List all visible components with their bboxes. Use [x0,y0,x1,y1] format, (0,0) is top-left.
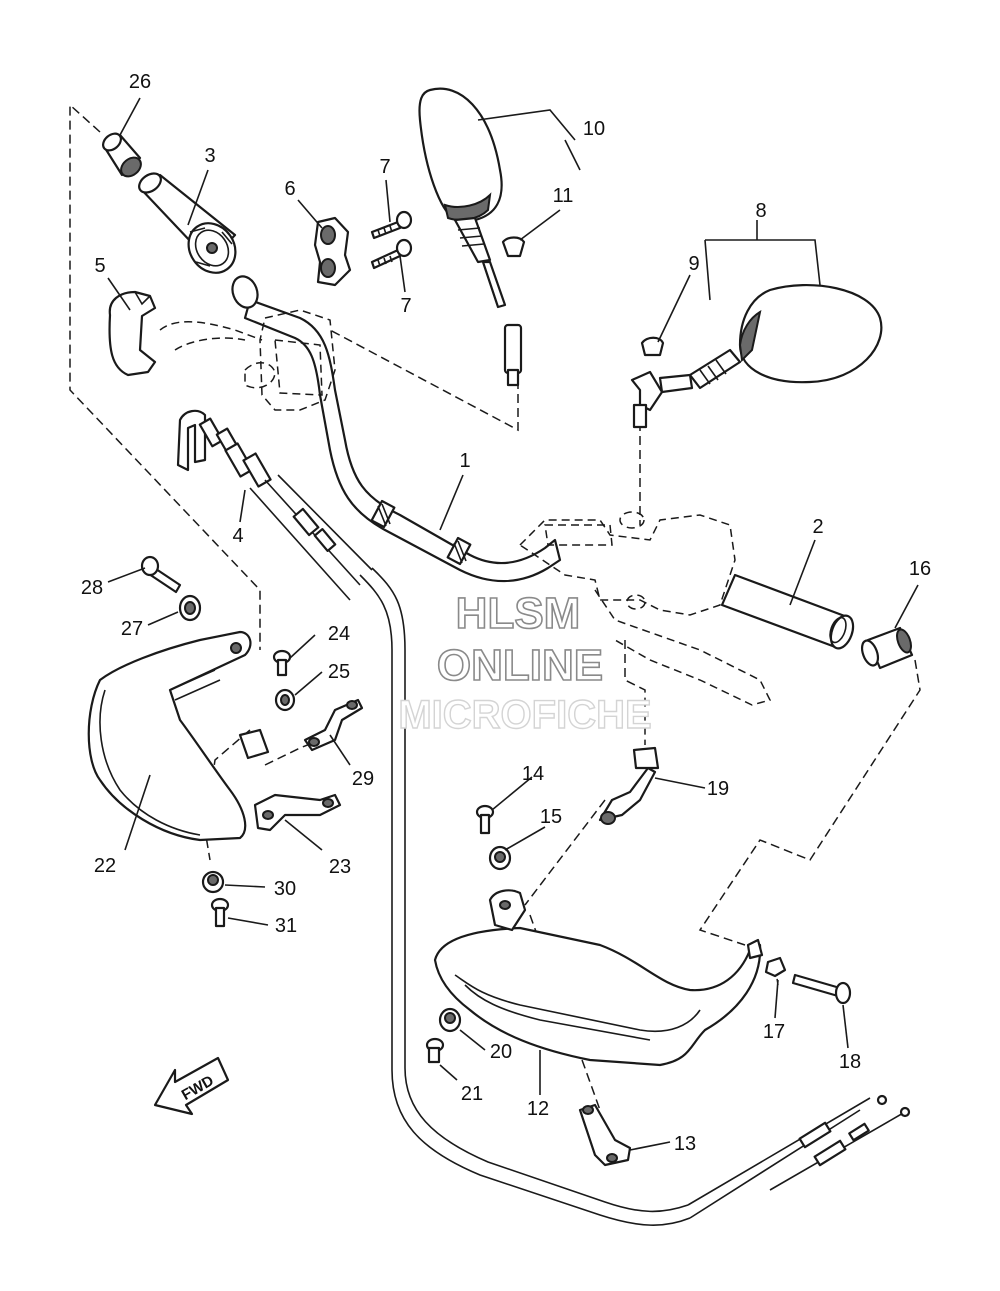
fasteners [140,555,852,1064]
callout-22: 22 [94,855,116,877]
callout-29: 29 [352,768,374,790]
callout-11: 11 [553,185,574,207]
bracket-13 [578,1103,632,1167]
watermark-line1: HLSM [456,589,581,638]
clamp-6 [313,216,352,287]
knuckle-guard-right [433,889,764,1067]
callout-20: 20 [490,1041,512,1063]
callout-25: 25 [328,661,350,683]
callout-4: 4 [232,525,243,547]
callout-16: 16 [909,558,931,580]
left-grip [138,172,237,274]
watermark: HLSM ONLINE MICROFICHE [398,588,653,738]
leader-lines [107,97,919,1151]
mirror-left [418,87,523,387]
watermark-line2: ONLINE [437,641,603,690]
cable-connector-4 [176,409,373,601]
left-switch-housing-ghost [159,309,336,411]
right-lever-ghost [518,511,772,706]
callout-28: 28 [81,577,103,599]
callout-24: 24 [328,623,350,645]
throttle-cable-loop [359,567,906,1226]
callout-7b: 7 [400,295,411,317]
knuckle-guard-left [87,630,270,842]
handlebar [231,275,562,583]
callout-8: 8 [755,200,766,222]
callout-30: 30 [274,878,296,900]
callout-13: 13 [674,1133,696,1155]
callout-6: 6 [284,178,295,200]
callout-18: 18 [839,1051,861,1073]
callout-2: 2 [812,516,823,538]
cap-9 [640,336,665,357]
callout-17: 17 [763,1021,785,1043]
callout-5: 5 [94,255,105,277]
callout-9: 9 [688,253,699,275]
callout-10: 10 [583,118,605,140]
right-grip [720,573,855,650]
callout-26: 26 [129,71,151,93]
bracket-23 [253,793,342,832]
callout-12: 12 [527,1098,549,1120]
cable-ends [798,1094,911,1167]
callout-19: 19 [707,778,729,800]
cap-11 [501,236,526,258]
callout-15: 15 [540,806,562,828]
callout-numbers: 1 2 3 4 5 6 7 7 8 9 10 11 12 13 14 15 16… [81,71,931,1155]
bracket-29 [303,698,364,752]
fwd-arrow: FWD [153,1056,230,1116]
grip-end-right [860,626,914,670]
callout-3: 3 [204,145,215,167]
holder-5 [108,290,157,377]
callout-27: 27 [121,618,143,640]
callout-1: 1 [459,450,470,472]
bracket-19 [598,746,660,825]
callout-21: 21 [461,1083,483,1105]
callout-7a: 7 [379,156,390,178]
callout-14: 14 [522,763,544,785]
watermark-line3: MICROFICHE [398,693,651,737]
callout-23: 23 [329,856,351,878]
callout-31: 31 [275,915,297,937]
mirror-right [630,283,883,429]
grip-end-left [102,132,142,178]
bolts-7 [370,210,413,270]
